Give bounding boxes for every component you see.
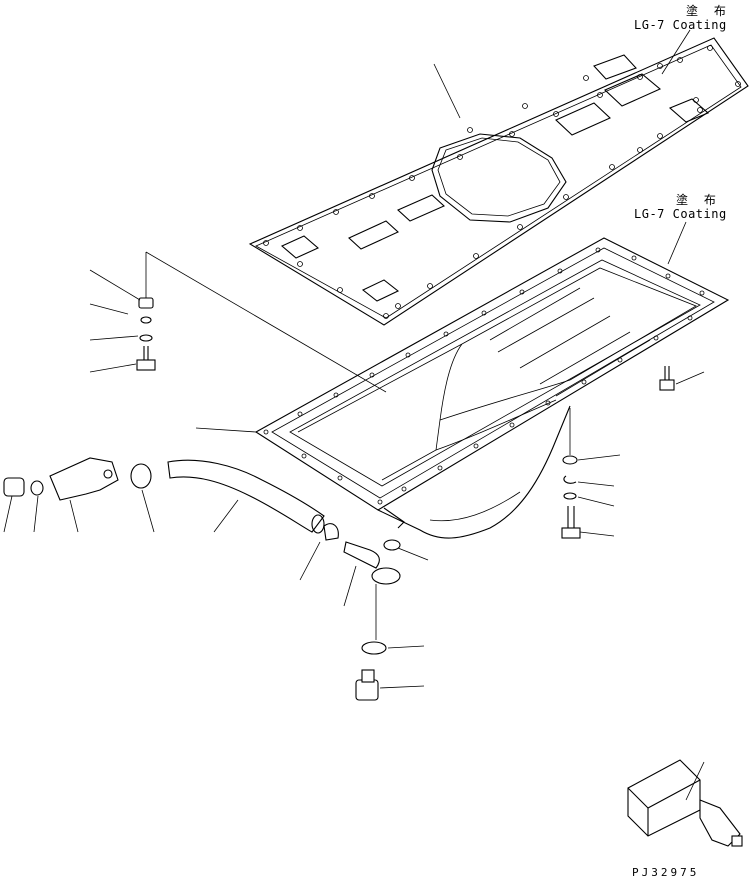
- top-coating-jp-label: 塗 布: [686, 4, 732, 18]
- top-coating-label: LG-7 Coating: [634, 18, 727, 32]
- drawing-code: PJ32975: [632, 866, 700, 879]
- special-tool: [627, 759, 743, 847]
- left-pipe-assembly: [3, 457, 339, 541]
- right-bolt-stack: [561, 366, 675, 539]
- leader-lines: [3, 29, 705, 801]
- left-bolt-stack: [136, 297, 156, 371]
- oil-pan: [254, 237, 730, 539]
- drain-assembly: [343, 539, 401, 701]
- top-plate: [248, 37, 749, 326]
- middle-coating-label: LG-7 Coating: [634, 207, 727, 221]
- middle-coating-jp-label: 塗 布: [676, 193, 722, 207]
